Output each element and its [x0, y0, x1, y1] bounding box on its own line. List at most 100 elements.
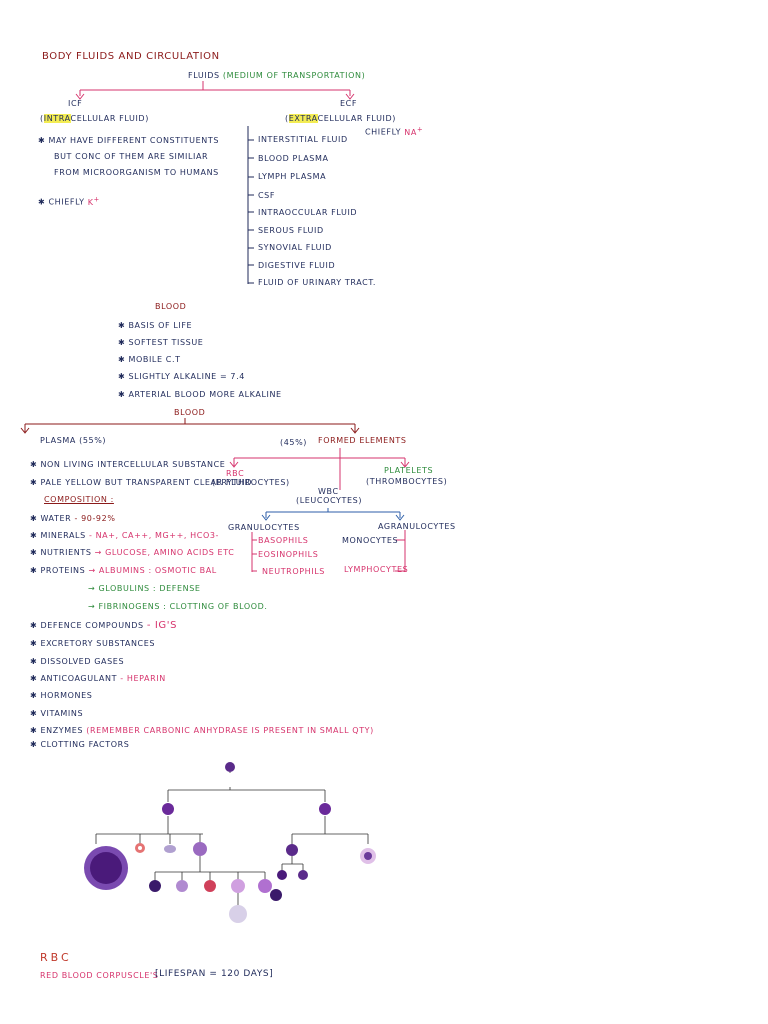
rbc-fullname: Red blood corpuscle's: [40, 971, 159, 980]
blood-point-text: Basis of life: [128, 321, 193, 330]
ecf-item: CSF: [258, 191, 276, 200]
blood-point: ✱ Mobile C.T: [118, 355, 181, 364]
ecf-item: fluid of urinary tract.: [258, 278, 377, 287]
icf-ion-symbol: K: [87, 197, 94, 207]
granulocyte-item: Basophils: [258, 536, 309, 545]
ecf-fullname: (Extracellular fluid): [285, 114, 396, 123]
blood-point-text: Slightly alkaline = 7.4: [128, 372, 245, 381]
plasma-gases: ✱ Dissolved gases: [30, 657, 125, 666]
composition-heading: Composition :: [44, 495, 114, 504]
ecf-item: Blood plasma: [258, 154, 329, 163]
anticoagulant-label: Anticoagulant: [40, 674, 118, 683]
plasma-clotting: ✱ Clotting factors: [30, 740, 130, 749]
ecf-item: Synovial fluid: [258, 243, 332, 252]
plasma-excretory: ✱ Excretory substances: [30, 639, 156, 648]
composition-nutrients: ✱ Nutrients → Glucose, Amino acids etc: [30, 548, 235, 557]
proteins-label: Proteins: [40, 566, 86, 575]
ecf-item: Interstitial fluid: [258, 135, 348, 144]
formed-pct: (45%): [280, 438, 308, 447]
agranulocyte-item: Lymphocytes: [344, 565, 409, 574]
blood-point: ✱ Basis of life: [118, 321, 193, 330]
enzymes-value: (Remember carbonic anhydrase is present …: [86, 726, 374, 735]
granulocyte-item: Neutrophils: [262, 567, 325, 576]
plasma-point: ✱ Non living intercellular substance: [30, 460, 226, 469]
anticoagulant-value: - Heparin: [120, 674, 166, 683]
icf-chiefly-text: chiefly: [48, 197, 85, 207]
ecf-rest: cellular fluid): [317, 114, 396, 123]
granulocytes-label: Granulocytes: [228, 523, 300, 532]
ecf-extra-highlight: Extra: [288, 114, 318, 123]
blood-point-text: Softest tissue: [128, 338, 204, 347]
icf-point-text: May have different constituents: [48, 136, 220, 145]
icf-rest: cellular fluid): [70, 114, 149, 123]
composition-fibrinogens: → Fibrinogens : Clotting of blood.: [88, 602, 268, 611]
ecf-chiefly-text: chiefly: [365, 127, 402, 137]
ecf-item: Serous fluid: [258, 226, 324, 235]
albumins-value: : Osmotic bal: [148, 566, 217, 575]
composition-minerals: ✱ Minerals - Na+, Ca++, Mg++, HCO3-: [30, 531, 220, 540]
wbc-sub: (Leucocytes): [296, 496, 363, 505]
rbc-sub: (Erythrocytes): [212, 478, 290, 487]
hormones-label: Hormones: [40, 691, 93, 700]
page-title: Body Fluids and circulation: [42, 51, 220, 62]
composition-globulins: → Globulins : Defense: [88, 585, 201, 593]
excretory-label: Excretory substances: [40, 639, 156, 648]
wbc-label: WBC: [318, 487, 339, 496]
granulocyte-item: Eosinophils: [258, 550, 319, 559]
minerals-value: - Na+, Ca++, Mg++, HCO3-: [88, 531, 220, 540]
plasma-point-text: Non living intercellular substance: [40, 460, 226, 469]
formed-elements-label: Formed Elements: [318, 436, 407, 445]
icf-paren: (: [40, 114, 44, 123]
rbc-lifespan: [Lifespan = 120 days]: [155, 969, 274, 979]
icf-point: but conc of them are similiar: [54, 152, 209, 161]
plasma-anticoagulant: ✱ Anticoagulant - Heparin: [30, 674, 166, 683]
icf-chiefly-ion: K+: [87, 196, 100, 207]
blood-point: ✱ Softest tissue: [118, 338, 204, 347]
clotting-label: Clotting factors: [40, 740, 130, 749]
composition-water: ✱ Water - 90-92%: [30, 514, 116, 523]
agranulocytes-label: Agranulocytes: [378, 522, 456, 531]
icf-point: from microorganism to humans: [54, 168, 219, 177]
plasma-defence: ✱ Defence compounds - Ig's: [30, 620, 178, 631]
ecf-chiefly-ion: Na+: [404, 125, 424, 137]
ecf-item: Lymph plasma: [258, 172, 327, 181]
enzymes-label: Enzymes: [40, 726, 84, 735]
platelets-label: Platelets: [384, 466, 434, 475]
minerals-label: Minerals: [40, 531, 86, 540]
platelets-sub: (Thrombocytes): [366, 477, 448, 486]
albumins-label: → Albumins: [88, 566, 146, 575]
blood-point-text: Mobile C.T: [128, 355, 181, 364]
fluids-label-text: Fluids: [188, 71, 220, 80]
blood-point-text: Arterial blood more alkaline: [128, 390, 282, 399]
hematopoiesis-diagram: [84, 762, 376, 923]
icf-chiefly: ✱ chiefly K+: [38, 195, 100, 207]
ecf-label: ECF: [340, 99, 358, 108]
ecf-ion-charge: +: [416, 125, 424, 133]
rbc-heading: RBC: [40, 951, 72, 964]
icf-point: ✱ May have different constituents: [38, 136, 220, 145]
globulins-value: : Defense: [152, 584, 201, 593]
plasma-point-text: Pale yellow but transparent clear fluid: [40, 478, 252, 487]
nutrients-value: → Glucose, Amino acids etc: [94, 548, 235, 557]
fluids-label: Fluids (Medium of Transportation): [188, 72, 365, 80]
blood-point: ✱ Slightly alkaline = 7.4: [118, 372, 245, 381]
plasma-hormones: ✱ Hormones: [30, 691, 93, 700]
rbc-label: RBC: [226, 469, 245, 478]
ecf-chiefly: chiefly Na+: [365, 126, 423, 137]
ecf-paren: (: [285, 114, 289, 123]
vitamins-label: Vitamins: [40, 709, 84, 718]
nutrients-label: Nutrients: [40, 548, 92, 557]
blood-heading: Blood: [155, 302, 187, 311]
icf-label: ICF: [68, 99, 83, 108]
agranulocyte-item: Monocytes: [342, 536, 399, 545]
ecf-ion-symbol: Na: [404, 127, 417, 137]
ecf-item: Digestive fluid: [258, 261, 336, 270]
water-label: Water: [40, 514, 72, 523]
fluids-subtitle: (Medium of Transportation): [222, 71, 366, 80]
plasma-enzymes: ✱ Enzymes (Remember carbonic anhydrase i…: [30, 726, 374, 735]
icf-fullname: (INTRAcellular fluid): [40, 114, 149, 123]
plasma-point: ✱ Pale yellow but transparent clear flui…: [30, 478, 252, 487]
ecf-item: Intraoccular fluid: [258, 208, 358, 217]
blood-point: ✱ Arterial blood more alkaline: [118, 390, 282, 399]
